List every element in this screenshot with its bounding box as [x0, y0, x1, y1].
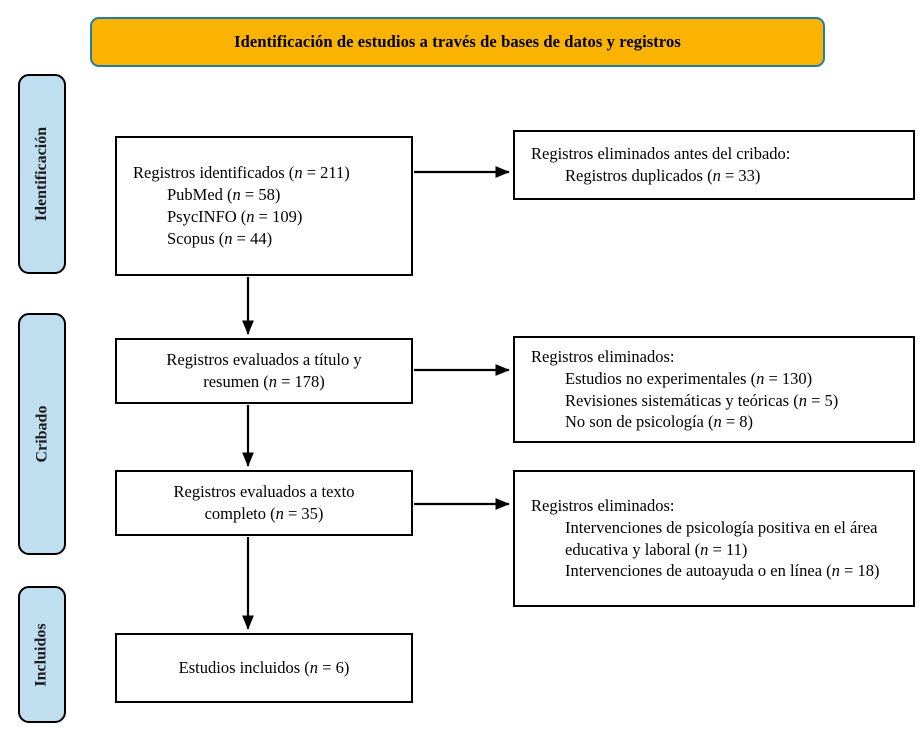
stage-label-text: Incluidos	[33, 622, 51, 687]
box-line: Intervenciones de autoayuda o en línea (…	[565, 561, 880, 581]
box-line: Estudios no experimentales (n = 130)	[565, 368, 813, 388]
box-registros-eliminados-antes-cribado: Registros eliminados antes del cribado: …	[513, 130, 915, 200]
box-line: Registros evaluados a texto	[173, 482, 355, 502]
box-registros-eliminados-cribado: Registros eliminados: Estudios no experi…	[513, 336, 915, 443]
box-estudios-incluidos: Estudios incluidos (n = 6)	[115, 633, 413, 703]
stage-label-text: Identificación	[33, 126, 50, 222]
diagram-header-banner: Identificación de estudios a través de b…	[90, 17, 825, 67]
stage-label-cribado: Cribado	[18, 313, 66, 555]
box-registros-evaluados-titulo-resumen: Registros evaluados a título y resumen (…	[115, 338, 413, 404]
box-registros-eliminados-texto-completo: Registros eliminados: Intervenciones de …	[513, 470, 915, 607]
box-line: Registros eliminados:	[531, 495, 675, 515]
box-line: PsycINFO (n = 109)	[167, 207, 303, 226]
box-registros-evaluados-texto-completo: Registros evaluados a texto completo (n …	[115, 470, 413, 536]
box-line: Estudios incluidos (n = 6)	[178, 658, 350, 678]
box-line: Registros eliminados antes del cribado:	[531, 144, 791, 164]
box-line: Revisiones sistemáticas y teóricas (n = …	[565, 390, 839, 410]
box-line: PubMed (n = 58)	[167, 185, 281, 205]
diagram-title: Identificación de estudios a través de b…	[234, 32, 681, 51]
box-line: Registros evaluados a título y	[166, 350, 362, 370]
box-line: No son de psicología (n = 8)	[565, 412, 754, 432]
box-line: resumen (n = 178)	[203, 372, 325, 391]
box-line: completo (n = 35)	[204, 504, 324, 523]
box-line: Registros eliminados:	[531, 346, 675, 366]
stage-label-identificacion: Identificación	[18, 74, 66, 274]
box-line: Registros duplicados (n = 33)	[565, 166, 761, 185]
box-line: Registros identificados (n = 211)	[133, 163, 350, 183]
box-line: Scopus (n = 44)	[167, 228, 273, 248]
stage-label-incluidos: Incluidos	[18, 586, 66, 723]
box-registros-identificados: Registros identificados (n = 211) PubMed…	[115, 136, 413, 276]
stage-label-text: Cribado	[33, 405, 50, 463]
box-line: Intervenciones de psicología positiva en…	[565, 517, 878, 559]
